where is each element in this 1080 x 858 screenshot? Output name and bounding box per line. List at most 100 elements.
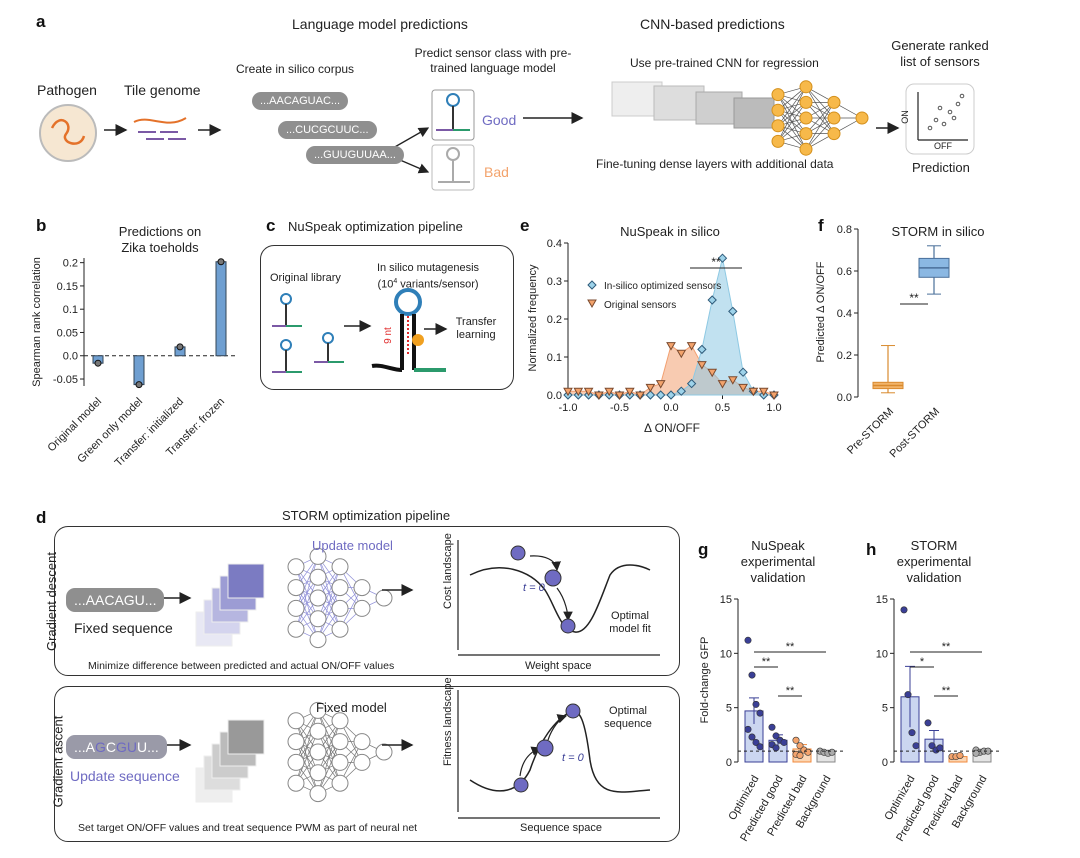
network-node: [309, 547, 327, 565]
cnn-title: CNN-based predictions: [640, 16, 785, 32]
chart-e-xtick-label: 1.0: [766, 402, 781, 414]
chart-b-bar: [133, 355, 145, 386]
chart-e-point: [594, 391, 604, 401]
chart-point: [780, 738, 788, 746]
chart-b-title-line2: Zika toeholds: [121, 240, 199, 255]
network-node: [331, 753, 349, 771]
prediction-label: Prediction: [912, 160, 970, 175]
network-node: [799, 80, 813, 94]
cost-landscape-label: Cost landscape: [442, 533, 454, 609]
chart-point: [756, 743, 764, 751]
chart-e-point: [676, 386, 687, 396]
network-node: [331, 558, 349, 576]
chart-f-ytick-label: 0.0: [837, 392, 852, 404]
chart-f-ytick-label: 0.2: [837, 350, 852, 362]
chart-e-point: [738, 367, 748, 377]
network-edge: [295, 577, 319, 630]
panel-label-g: g: [698, 540, 709, 559]
cnn-regression-label: Use pre-trained CNN for regression: [630, 56, 819, 70]
chart-e-legend-label: In-silico optimized sensors: [604, 281, 721, 292]
chart-e-point: [707, 295, 717, 305]
chart-b-ytick-label: 0.1: [63, 304, 78, 316]
network-node: [331, 599, 349, 617]
chart-e-ytick-label: 0.2: [547, 314, 562, 326]
fixed-sequence-label: Fixed sequence: [74, 620, 173, 636]
chart-point: [772, 732, 780, 740]
chart-ytick-label: 0: [882, 757, 888, 769]
chart-point: [924, 719, 932, 727]
genome-tiles-icon: [133, 117, 187, 140]
network-edge: [295, 710, 319, 784]
network-edge: [295, 710, 319, 763]
chart-e-series-area: [568, 258, 774, 396]
chart-e-point: [573, 387, 584, 397]
panel-label-a: a: [36, 12, 46, 31]
network-node: [375, 743, 393, 761]
network-node: [287, 753, 305, 771]
chart-e-point: [614, 391, 625, 401]
network-edge: [805, 102, 835, 134]
chart-e-point: [655, 390, 666, 400]
chart-e-ytick-label: 0.1: [547, 352, 562, 364]
chart-f-category-label: Pre-STORM: [845, 406, 896, 457]
network-node: [771, 103, 785, 117]
chart-e-xlabel: Δ ON/OFF: [644, 421, 700, 435]
chart-e-point: [717, 253, 728, 263]
network-node: [331, 712, 349, 730]
network-edge: [777, 102, 807, 142]
pathogen-label: Pathogen: [37, 82, 97, 98]
chart-point: [804, 748, 812, 756]
fitness-landscape-label: Fitness landscape: [442, 677, 454, 766]
chart-b-ytick-label: 0.0: [63, 351, 78, 363]
chart-sig-label: **: [786, 641, 795, 653]
chart-f-ytick-label: 0.6: [837, 266, 852, 278]
ranked-list-label: Generate ranked list of sensors: [891, 38, 989, 69]
fine-tune-label: Fine-tuning dense layers with additional…: [596, 157, 834, 171]
chart-point: [972, 749, 980, 757]
chart-point: [792, 736, 800, 744]
update-sequence-label: Update sequence: [70, 768, 180, 784]
optimal-sequence-label: Optimal sequence: [604, 705, 652, 730]
chart-point: [748, 671, 756, 679]
network-edge: [295, 556, 319, 609]
panel-a-graphics: [39, 80, 975, 191]
chart-e-point: [728, 306, 738, 317]
chart-ytick-label: 15: [720, 594, 732, 606]
corpus-label: Create in silico corpus: [236, 62, 355, 76]
network-node: [309, 764, 327, 782]
network-node: [799, 95, 813, 109]
network-edge: [777, 86, 807, 142]
chart-ytick-label: 15: [876, 594, 888, 606]
panel-c-graphics: [272, 288, 448, 373]
transfer-learning-label: Transfer learning: [455, 316, 497, 341]
chart-e-point: [727, 376, 738, 385]
chart-b-category-label: Transfer: initialized: [113, 396, 186, 469]
nuspeak-box: [260, 245, 514, 390]
gradient-descent-side-label: Gradient descent: [44, 551, 60, 652]
network-edge: [317, 720, 341, 773]
network-node: [287, 712, 305, 730]
chart-b-point: [176, 343, 184, 351]
chart-e-point: [666, 342, 676, 351]
chart-e-point: [563, 387, 573, 397]
chart-e-point: [707, 368, 718, 378]
network-edge: [317, 566, 341, 640]
network-node: [827, 95, 841, 109]
chart-point: [912, 742, 920, 750]
gd-t0-label: t = 0: [523, 582, 545, 594]
chart-h: STORMexperimentalvalidation151050Optimiz…: [876, 538, 1000, 844]
network-node: [353, 579, 371, 597]
network-node: [287, 620, 305, 638]
chart-e-point: [769, 391, 779, 401]
chart-f-title: STORM in silico: [892, 224, 985, 239]
cnn-dense-network-icon: [771, 80, 869, 156]
network-node: [309, 701, 327, 719]
network-node: [287, 599, 305, 617]
ga-sequence-chip: ...AGCGUU...: [66, 735, 167, 759]
network-node: [771, 88, 785, 102]
network-node: [353, 753, 371, 771]
chart-e-point: [645, 383, 656, 393]
chart-e-xtick-label: -0.5: [610, 402, 629, 414]
chart-point: [796, 742, 804, 750]
chart-ylabel: Fold-change GFP: [699, 637, 711, 724]
